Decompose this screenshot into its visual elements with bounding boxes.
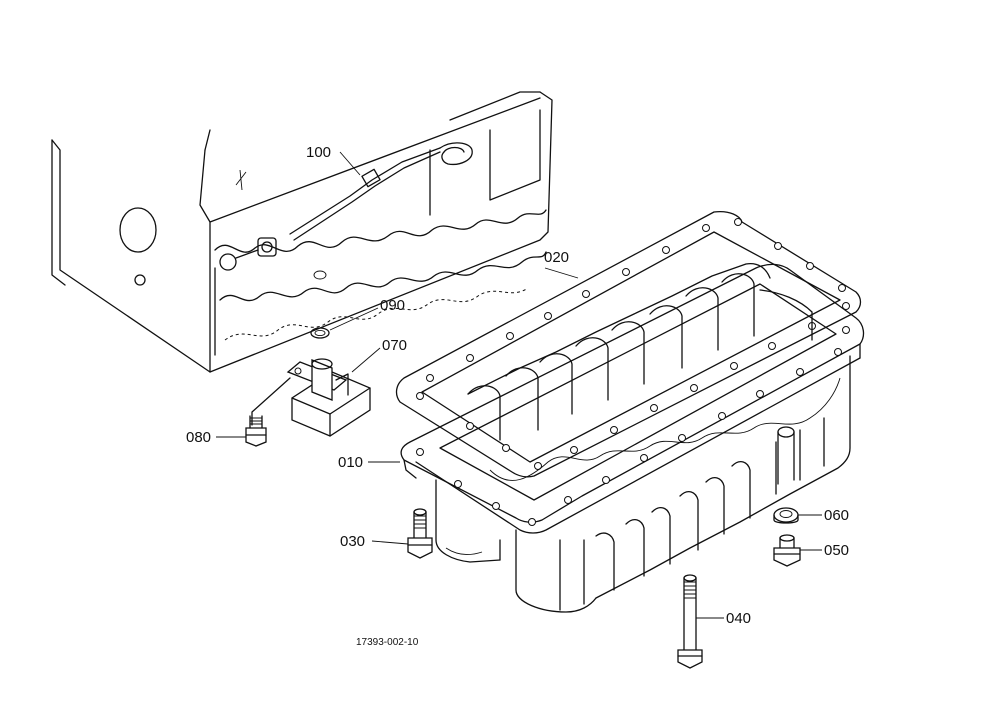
- label-070: 070: [382, 337, 407, 354]
- drawing-code: 17393-002-10: [356, 637, 419, 648]
- label-050: 050: [824, 542, 849, 559]
- label-080: 080: [186, 429, 211, 446]
- drain-plug: [773, 534, 801, 567]
- dipstick: [289, 142, 473, 241]
- gasket: [395, 210, 862, 478]
- label-040: 040: [726, 610, 751, 627]
- drain-washer: [773, 507, 799, 524]
- oil-strainer: [286, 358, 371, 437]
- o-ring: [310, 327, 330, 339]
- oil-pan: [400, 262, 865, 613]
- label-100: 100: [306, 144, 331, 161]
- label-010: 010: [338, 454, 363, 471]
- label-020: 020: [544, 249, 569, 266]
- label-030: 030: [340, 533, 365, 550]
- label-060: 060: [824, 507, 849, 524]
- long-bolt: [677, 574, 703, 669]
- leader-lines: [216, 151, 822, 619]
- engine-block: [51, 91, 553, 373]
- label-090: 090: [380, 297, 405, 314]
- pan-bolt: [407, 508, 433, 559]
- strainer-bolt: [245, 377, 291, 447]
